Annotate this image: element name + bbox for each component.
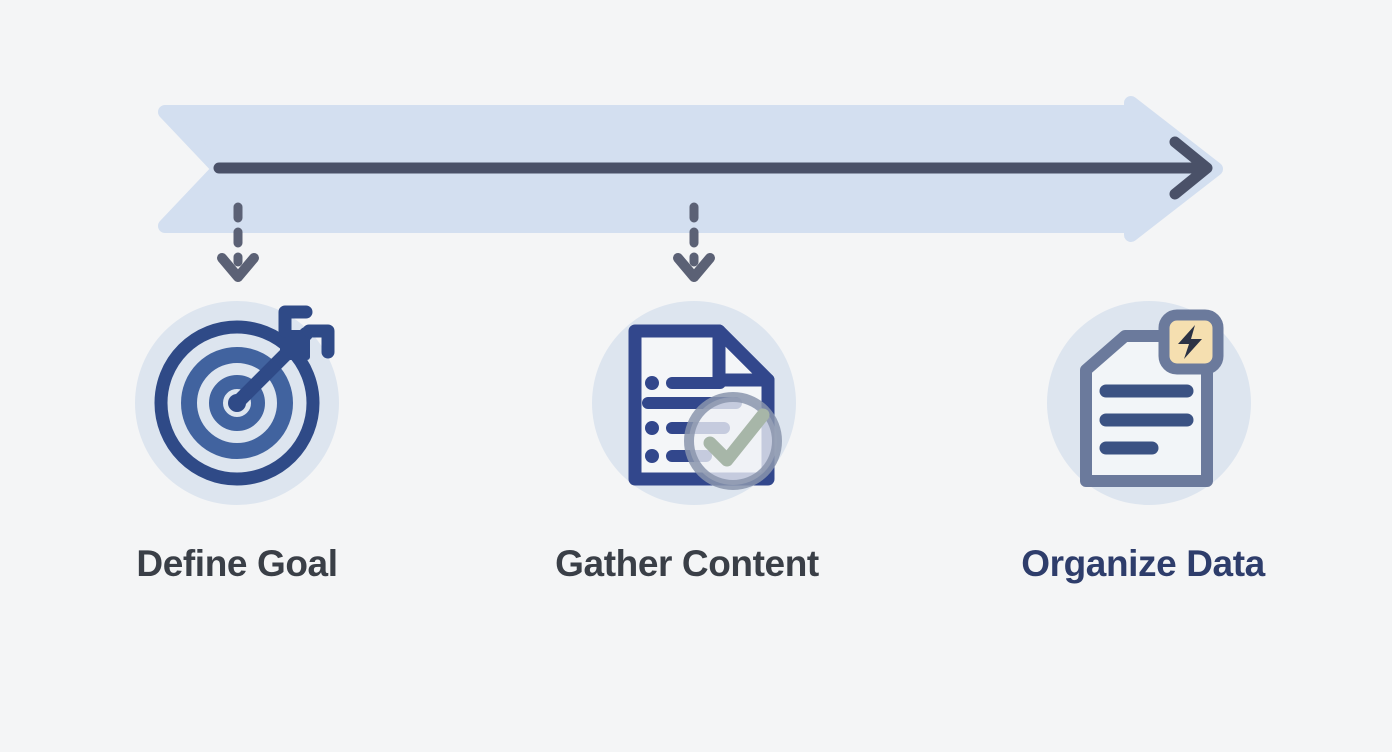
document-lightning-badge-icon	[1080, 309, 1224, 487]
check-mark-icon	[703, 408, 770, 467]
step-2-icon-group[interactable]	[592, 301, 796, 505]
target-ring-middle	[181, 347, 293, 459]
step-3-label: Organize Data	[1021, 543, 1265, 584]
checklist-bullet-3	[645, 449, 659, 463]
dashed-connector-2	[673, 202, 715, 282]
dart-fletching	[280, 330, 310, 360]
lightning-bolt-icon	[1178, 325, 1202, 359]
step-1-label: Define Goal	[136, 543, 338, 584]
target-dart-icon	[154, 305, 335, 486]
dart-fletching-lower	[302, 324, 335, 359]
checklist-bullet-2	[645, 421, 659, 435]
dart-fletching-upper	[278, 305, 313, 338]
timeline-arrow	[158, 96, 1223, 242]
target-ring-inner	[209, 375, 265, 431]
dashed-connector-1	[217, 202, 259, 282]
step-3-icon-group[interactable]	[1047, 301, 1251, 505]
dashed-connector-2-arrowhead	[673, 253, 715, 282]
target-ring-outer	[154, 320, 320, 486]
timeline-arrowhead	[1169, 136, 1213, 200]
document-checklist-check-icon	[628, 324, 782, 490]
dashed-connector-1-arrowhead	[217, 253, 259, 282]
step-1-icon-group[interactable]	[135, 301, 339, 505]
step-2-label: Gather Content	[555, 543, 819, 584]
checklist-bullet-1	[645, 376, 659, 390]
